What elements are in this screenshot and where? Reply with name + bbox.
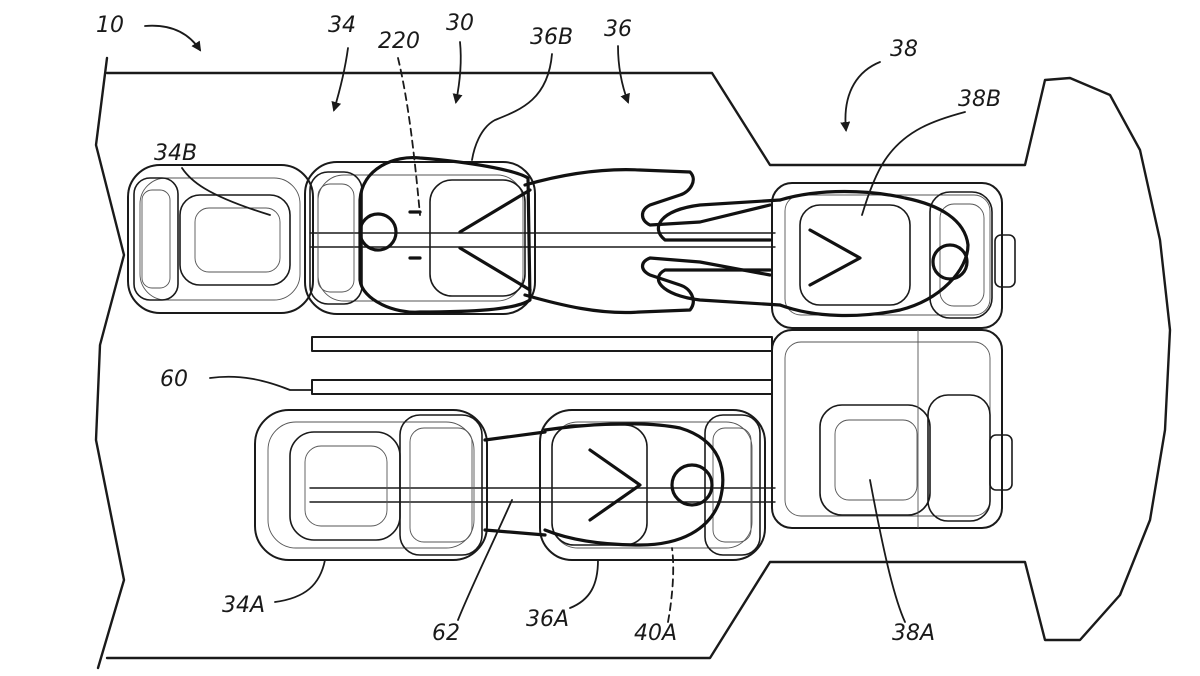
seat-36B [304, 161, 536, 315]
leader-lines [144, 24, 966, 623]
label-36: 36 [604, 17, 632, 42]
label-30: 30 [446, 11, 474, 36]
label-38: 38 [890, 37, 918, 62]
floor-rails [309, 232, 776, 503]
seat-38B [771, 182, 1016, 329]
occupant-220 [358, 155, 772, 315]
seat-38A [771, 329, 1013, 529]
seat-34A [254, 409, 488, 561]
label-38A: 38A [892, 621, 935, 646]
reference-labels: 10 34 220 30 36B 36 38 38B 34B 60 34A 62… [96, 11, 1001, 646]
label-38B: 38B [958, 87, 1001, 112]
cabin-outline [94, 56, 1172, 670]
occupant-40A [483, 422, 725, 547]
label-34A: 34A [222, 593, 265, 618]
label-36B: 36B [530, 25, 573, 50]
label-34: 34 [328, 13, 356, 38]
label-34B: 34B [154, 141, 197, 166]
seat-34B [127, 164, 314, 314]
label-40A: 40A [634, 621, 677, 646]
occupant-38B [656, 189, 970, 318]
label-220: 220 [378, 29, 420, 54]
label-62: 62 [432, 621, 460, 646]
label-36A: 36A [526, 607, 569, 632]
label-60: 60 [160, 367, 188, 392]
label-10: 10 [96, 13, 124, 38]
